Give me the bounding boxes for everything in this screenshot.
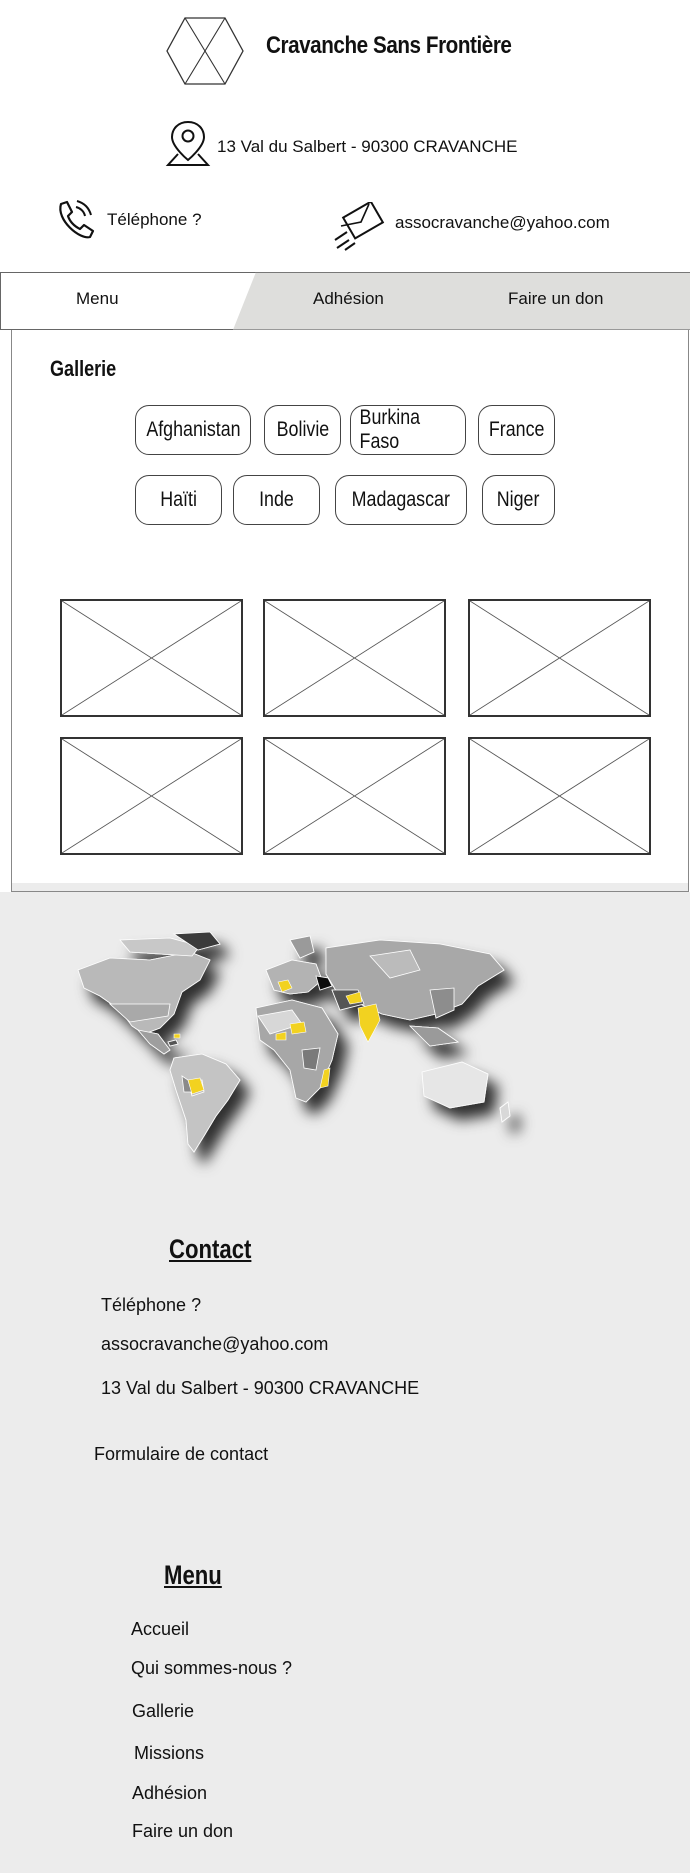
contact-address: 13 Val du Salbert - 90300 CRAVANCHE <box>101 1378 420 1398</box>
map-highlight-bolivie <box>187 1077 205 1095</box>
gallery-image-placeholder[interactable] <box>468 599 651 717</box>
footer-link-adhesion[interactable]: Adhésion <box>132 1783 208 1803</box>
gallery-bottom-strip <box>12 883 688 891</box>
gallery-section: Gallerie Afghanistan Bolivie Burkina Fas… <box>11 330 689 892</box>
site-title: Cravanche Sans Frontière <box>266 32 512 59</box>
map-highlight-afghanistan <box>345 991 363 1005</box>
gallery-image-placeholder[interactable] <box>263 737 446 855</box>
map-highlight-inde <box>357 1003 381 1043</box>
filter-chip-niger[interactable]: Niger <box>482 475 555 525</box>
map-highlight-niger <box>289 1021 307 1035</box>
main-tabs: Menu Adhésion Faire un don <box>0 272 690 330</box>
filter-chip-madagascar[interactable]: Madagascar <box>335 475 467 525</box>
filter-chip-france[interactable]: France <box>478 405 555 455</box>
contact-form-link[interactable]: Formulaire de contact <box>94 1444 269 1464</box>
gallery-image-placeholder[interactable] <box>60 737 243 855</box>
location-pin-icon <box>165 120 211 166</box>
footer-link-accueil[interactable]: Accueil <box>131 1619 190 1639</box>
map-highlight-madagascar <box>319 1067 331 1089</box>
gallery-image-placeholder[interactable] <box>60 599 243 717</box>
filter-chip-haiti[interactable]: Haïti <box>135 475 222 525</box>
footer-menu-heading: Menu <box>164 1560 222 1590</box>
footer-link-missions[interactable]: Missions <box>134 1743 205 1763</box>
footer-link-faire-un-don[interactable]: Faire un don <box>132 1821 234 1841</box>
site-header: Cravanche Sans Frontière 13 Val du Salbe… <box>0 0 690 272</box>
footer-link-qui-sommes-nous[interactable]: Qui sommes-nous ? <box>131 1658 293 1678</box>
header-email[interactable]: assocravanche@yahoo.com <box>395 213 610 232</box>
tab-adhesion[interactable]: Adhésion <box>313 289 384 308</box>
filter-chip-burkina-faso[interactable]: Burkina Faso <box>350 405 466 455</box>
header-address: 13 Val du Salbert - 90300 CRAVANCHE <box>217 137 518 156</box>
map-highlight-haiti <box>173 1033 181 1039</box>
tab-menu-label[interactable]: Menu <box>76 289 119 308</box>
header-phone[interactable]: Téléphone ? <box>107 210 202 229</box>
world-map-image <box>77 931 511 1153</box>
logo-icon[interactable] <box>165 16 245 86</box>
contact-email[interactable]: assocravanche@yahoo.com <box>101 1334 329 1354</box>
site-footer: Contact Téléphone ? assocravanche@yahoo.… <box>0 892 690 1873</box>
filter-chip-afghanistan[interactable]: Afghanistan <box>135 405 251 455</box>
gallery-image-placeholder[interactable] <box>468 737 651 855</box>
contact-phone[interactable]: Téléphone ? <box>101 1295 202 1315</box>
gallery-image-placeholder[interactable] <box>263 599 446 717</box>
gallery-title: Gallerie <box>50 356 117 381</box>
phone-icon <box>59 200 95 239</box>
footer-link-gallerie[interactable]: Gallerie <box>132 1701 195 1721</box>
contact-heading: Contact <box>169 1234 252 1264</box>
map-highlight-france <box>277 979 293 993</box>
tab-menu[interactable] <box>0 272 256 330</box>
tab-faire-un-don[interactable]: Faire un don <box>508 289 604 308</box>
filter-chip-inde[interactable]: Inde <box>233 475 320 525</box>
mail-send-icon <box>334 202 385 251</box>
map-highlight-burkina-faso <box>275 1031 287 1041</box>
filter-chip-bolivie[interactable]: Bolivie <box>264 405 341 455</box>
